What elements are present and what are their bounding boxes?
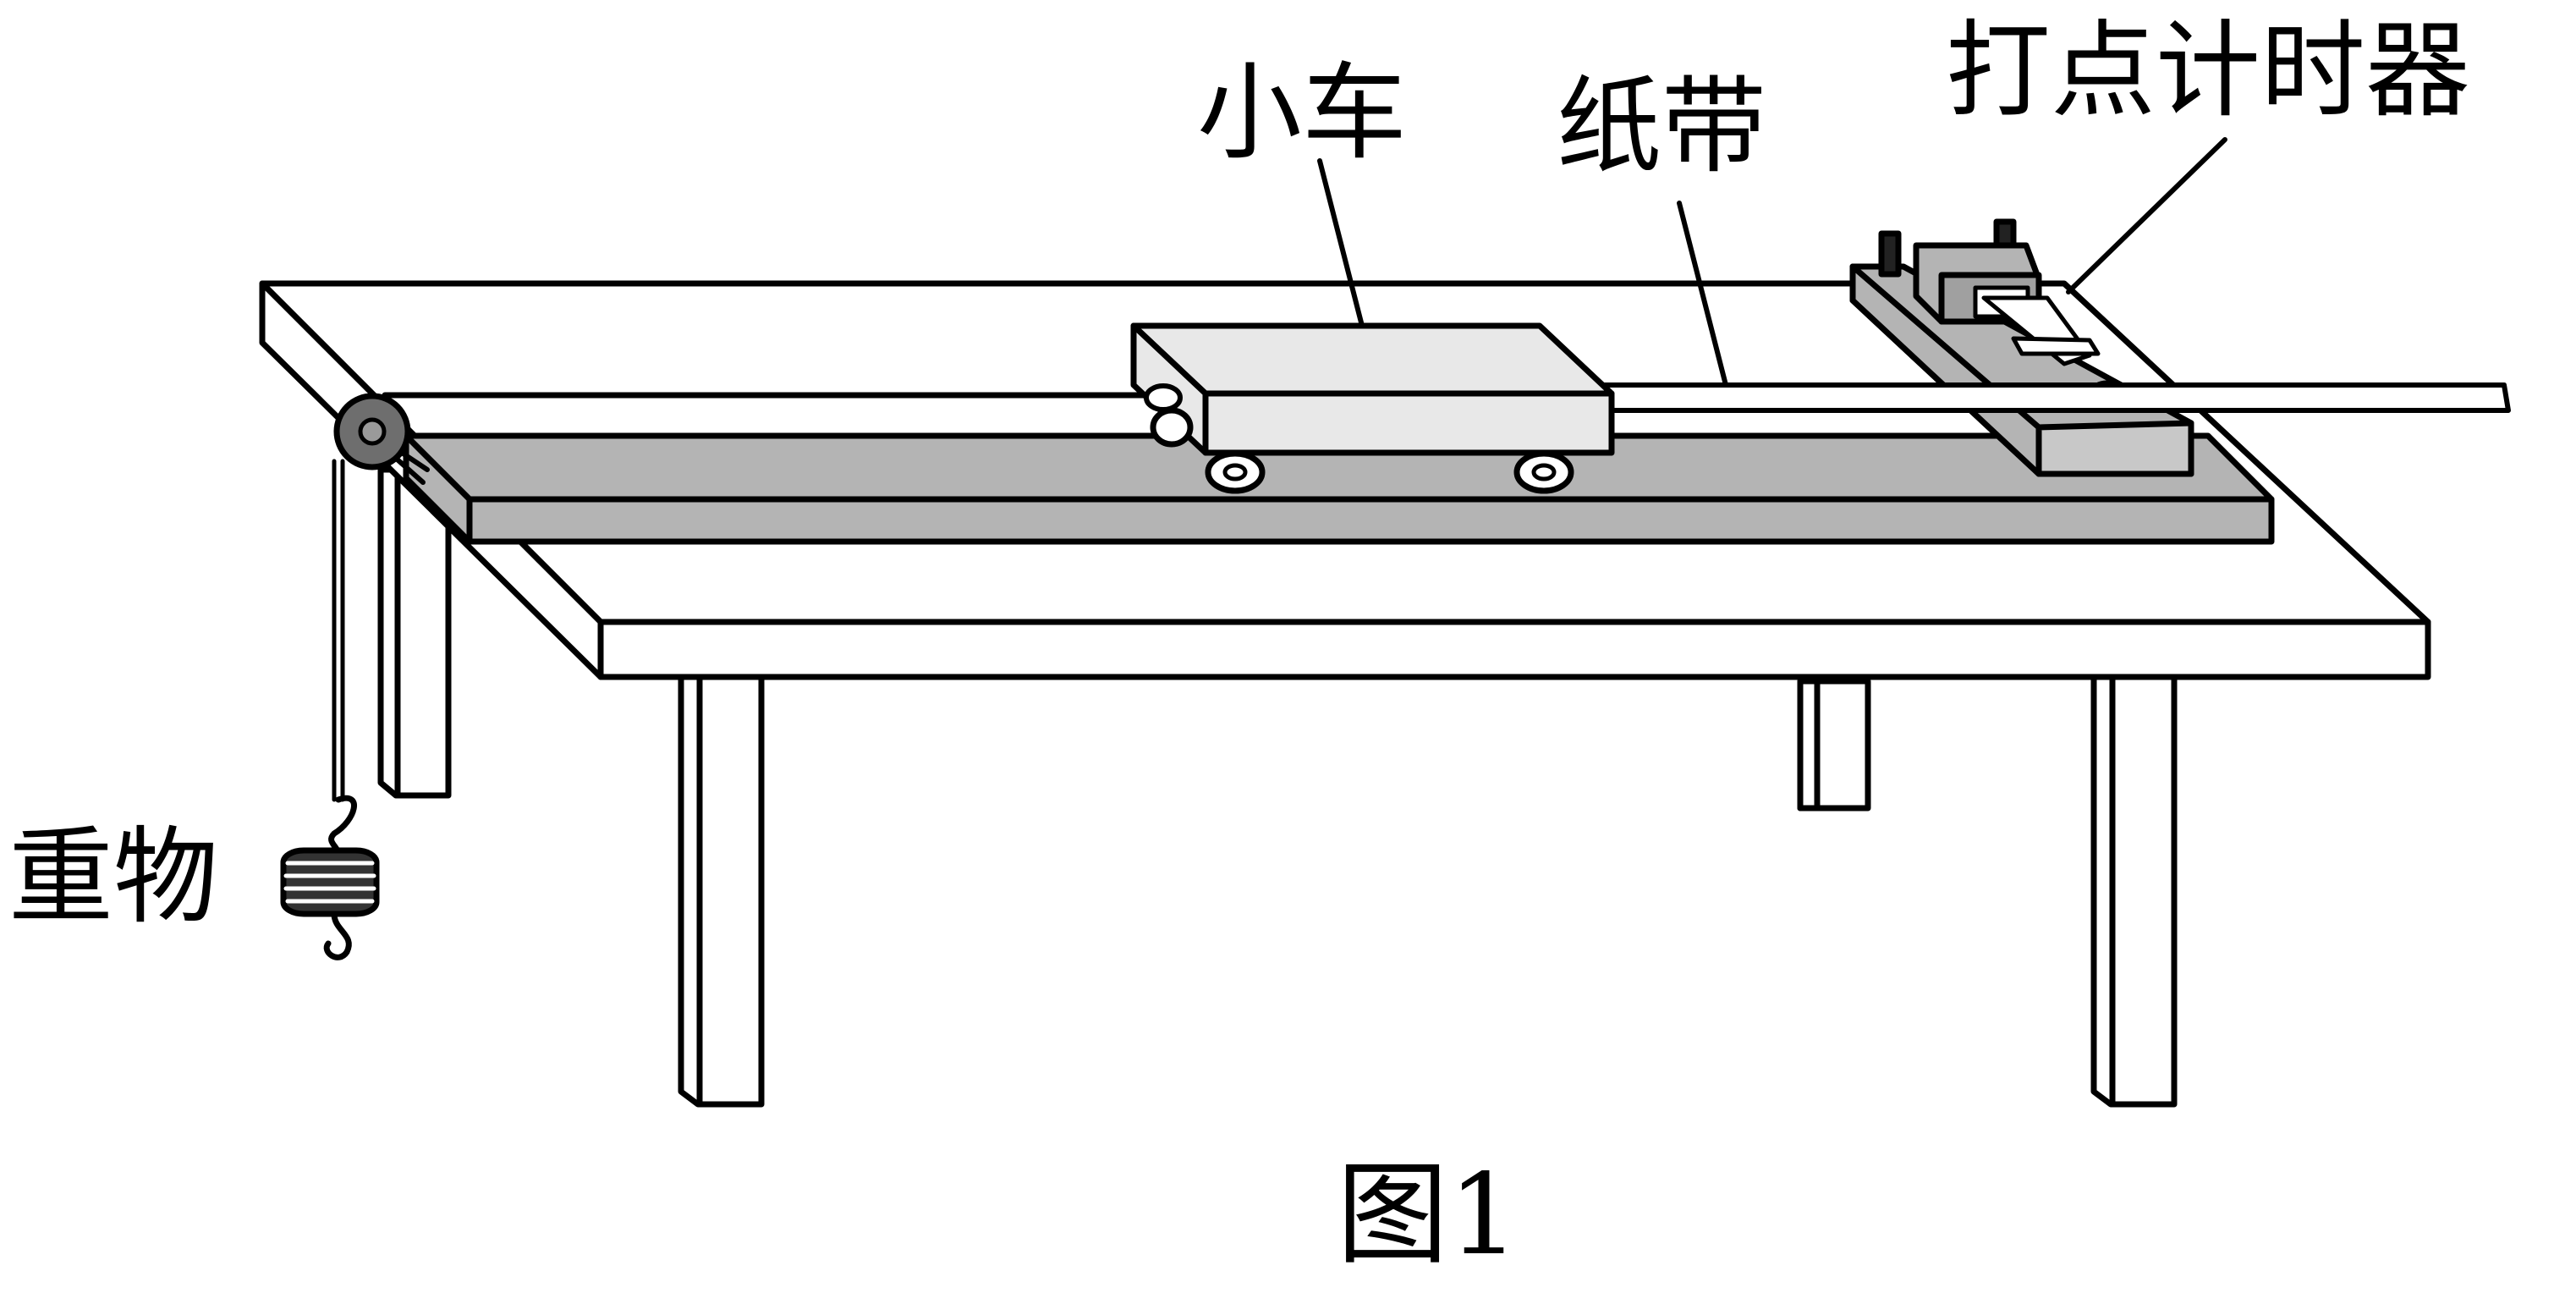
weight-stack [280, 847, 380, 917]
terminal-left [1878, 230, 1902, 278]
paper-tape [1588, 382, 2511, 413]
pulley [333, 393, 430, 485]
hanging-weight [280, 795, 380, 960]
label-timer: 打点计时器 [1946, 10, 2471, 132]
leader-tape [1677, 201, 1728, 388]
cart-hook [1144, 383, 1183, 412]
table-leg-back-right [1797, 678, 1871, 812]
leader-lines [1317, 137, 2227, 388]
cart-wheel-rear [1150, 407, 1194, 448]
table-leg-front-left [678, 674, 765, 1108]
cart-wheel-front-left [1205, 450, 1266, 494]
string [332, 392, 1154, 802]
cart [1130, 322, 1615, 494]
label-paper-tape: 纸带 [1557, 66, 1767, 188]
label-weight: 重物 [8, 817, 219, 938]
table-top-front-edge [597, 619, 2431, 680]
track-board [403, 432, 2275, 545]
figure-caption: 图1 [1337, 1150, 1519, 1280]
cart-wheel-front-right [1513, 450, 1574, 494]
tick-timer [1849, 218, 2194, 477]
leader-cart [1317, 158, 1365, 328]
table-leg-front-right [2090, 674, 2178, 1108]
leader-timer [2066, 137, 2227, 294]
label-cart: 小车 [1197, 52, 1408, 174]
